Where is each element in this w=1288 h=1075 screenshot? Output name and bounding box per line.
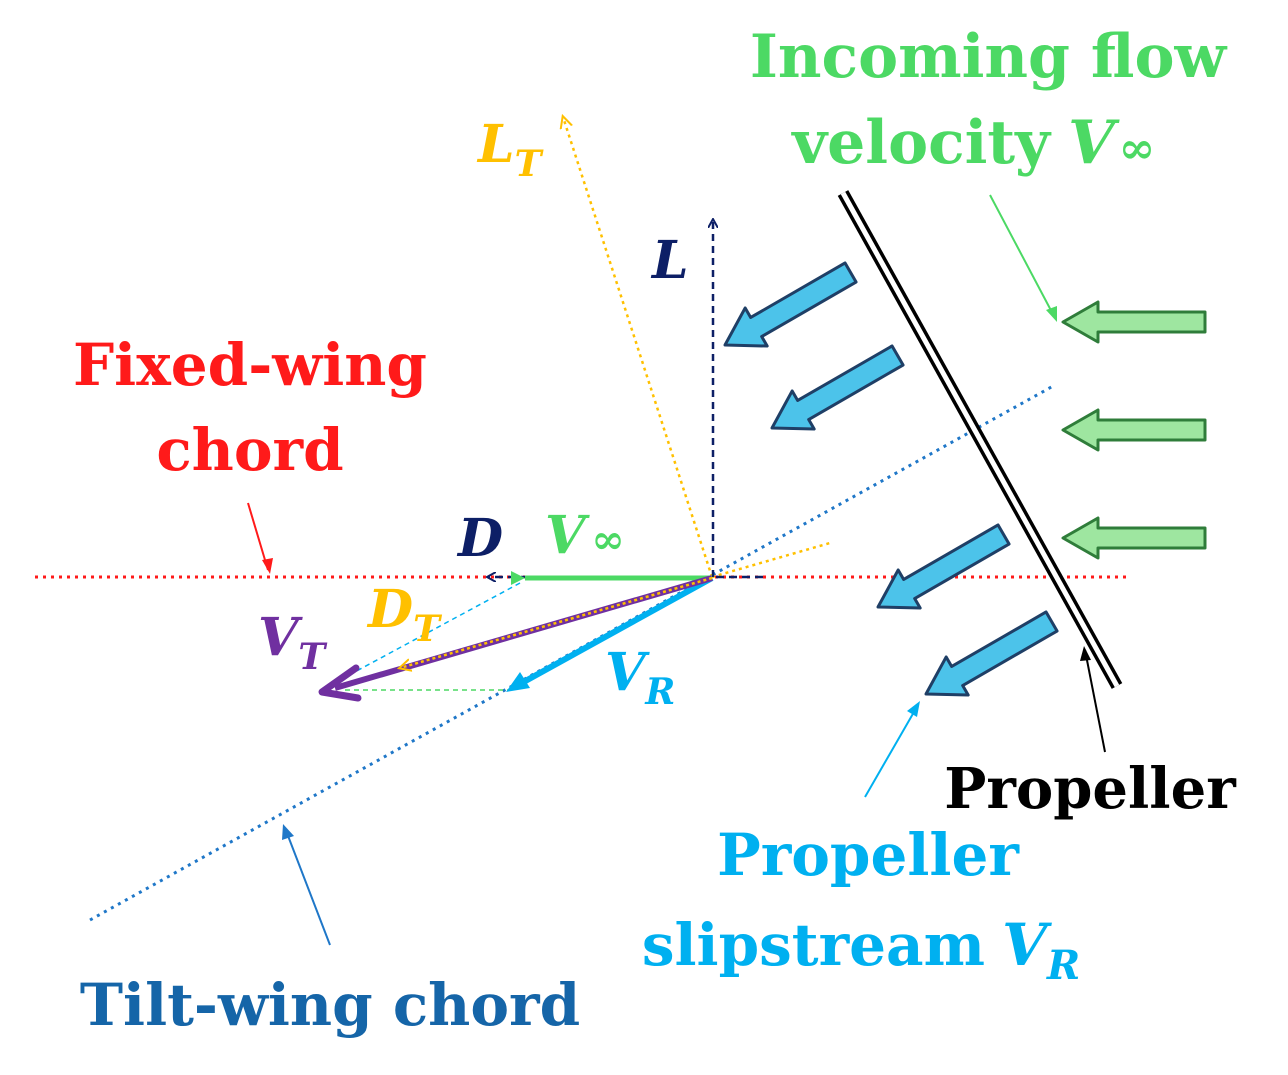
slipstream-vector-label: VR xyxy=(605,642,675,713)
incoming-flow-symbol: V∞ xyxy=(1068,108,1155,178)
slipstream-symbol: VR xyxy=(1002,911,1080,989)
propeller-label: Propeller xyxy=(944,756,1237,822)
slipstream-arrow xyxy=(876,523,1011,610)
incoming-flow-label-line2: velocity xyxy=(790,108,1052,178)
fixed-wing-label-line1: Fixed-wing xyxy=(73,331,427,399)
slipstream-arrow xyxy=(723,261,858,348)
incoming-flow-arrow xyxy=(1061,516,1207,560)
drag-label: D xyxy=(456,508,503,569)
fixed-wing-leader-line xyxy=(247,502,269,571)
drag-tilt-label: DT xyxy=(366,579,442,650)
total-velocity-label: VT xyxy=(258,607,327,678)
tilt-wing-label: Tilt-wing chord xyxy=(80,971,580,1039)
incoming-flow-label-line1: Incoming flow xyxy=(750,22,1228,92)
propeller xyxy=(837,190,1123,689)
drag-tilt-vector xyxy=(400,576,713,668)
lift-tilt-extension-line xyxy=(711,541,831,579)
lift-label: L xyxy=(650,230,689,291)
tilt-wing-leader-head xyxy=(282,824,294,840)
slipstream-label-line2: slipstream xyxy=(642,911,985,979)
fixed-wing-leader-head xyxy=(262,558,273,574)
incoming-flow-leader-head xyxy=(1046,306,1057,322)
propeller-leader-head xyxy=(1080,646,1091,661)
lift-tilt-label: LT xyxy=(476,114,544,185)
slipstream-velocity-vector xyxy=(518,575,714,687)
slipstream-leader-head xyxy=(907,701,920,717)
slipstream-velocity-arrowhead xyxy=(506,672,530,692)
propeller-leader-line xyxy=(1084,649,1106,753)
freestream-label: V∞ xyxy=(545,505,625,566)
fixed-wing-label-line2: chord xyxy=(156,416,343,484)
slipstream-arrow xyxy=(924,610,1059,697)
incoming-flow-arrow xyxy=(1061,408,1207,452)
slipstream-arrows xyxy=(723,261,1059,697)
slipstream-arrow xyxy=(770,344,905,431)
slipstream-label-line1: Propeller xyxy=(717,821,1020,889)
slipstream-leader-line xyxy=(864,704,919,798)
total-velocity-arrowhead xyxy=(318,664,362,702)
incoming-flow-arrow xyxy=(1061,300,1207,344)
tilt-wing-leader-line xyxy=(284,827,331,946)
incoming-flow-leader-line xyxy=(989,194,1056,319)
incoming-flow-arrows xyxy=(1061,300,1207,560)
